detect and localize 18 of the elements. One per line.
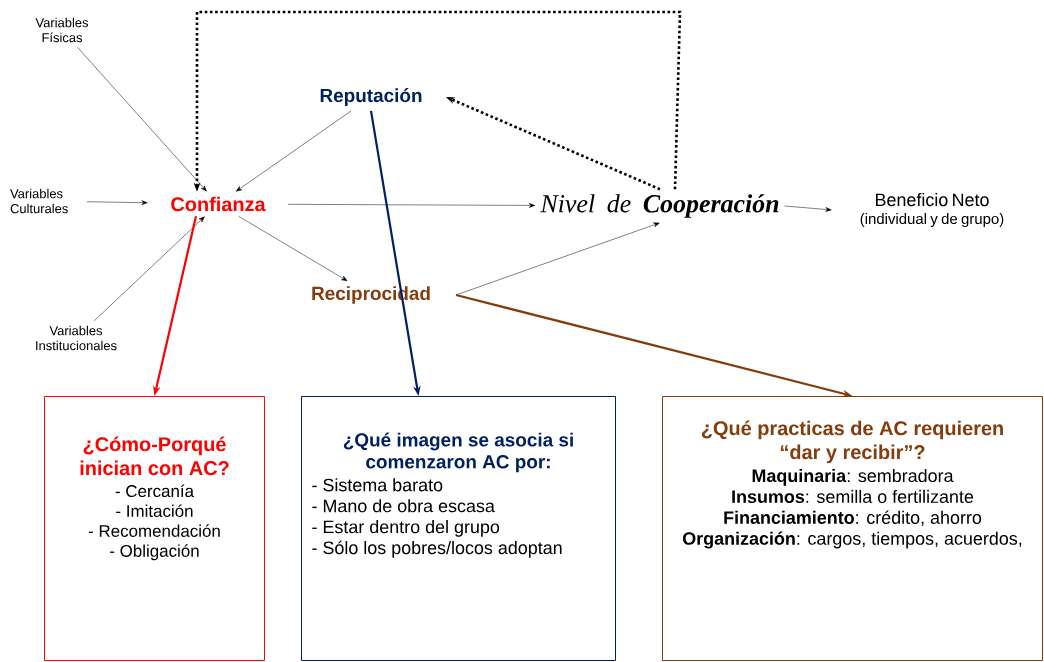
variable-label: Variables Institucionales [36, 325, 117, 351]
question-box: ¿Qué practicas de AC requieren “dar y recibir”? Maquinaria: sembradora Insumos: semilla o fertilizante Financiamiento: crédito, ahorro Organización: cargos, tiempos, acuerdos, [662, 396, 1043, 661]
arrow [94, 216, 205, 321]
arrow [77, 47, 207, 192]
arrow [287, 203, 535, 208]
concept-label: Reputación [320, 88, 422, 106]
outcome-label: Nivel de Cooperación [540, 194, 779, 218]
variable-label: Variables Físicas [35, 17, 89, 43]
outcome-label: Beneficio Neto (individual y de grupo) [860, 193, 1004, 227]
arrow [86, 200, 148, 205]
question-box: ¿Cómo-Porqué inician con AC? - Cercanía - Imitación - Recomendación - Obligación [44, 396, 265, 661]
arrow [784, 205, 832, 212]
arrow [235, 110, 352, 192]
arrow [455, 222, 660, 296]
variable-label: Variables Culturales [10, 188, 68, 214]
arrow [238, 216, 348, 282]
question-box: ¿Qué imagen se asocia si comenzaron AC por: - Sistema barato - Mano de obra escasa - Estar dentro del grupo - Sólo los pobres/locos adoptan [301, 396, 616, 661]
concept-label: Confianza [171, 196, 266, 212]
